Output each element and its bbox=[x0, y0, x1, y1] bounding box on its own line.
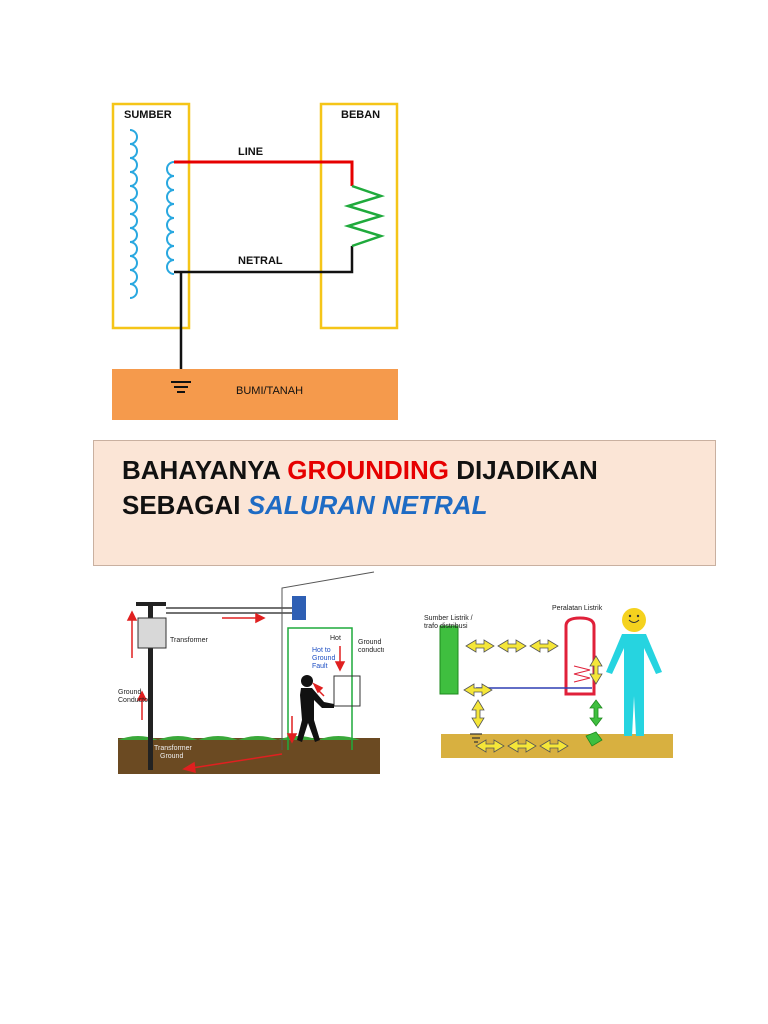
line-label: LINE bbox=[238, 146, 264, 158]
secondary-coil bbox=[166, 161, 175, 275]
source-label: SUMBER bbox=[124, 109, 172, 121]
line-wire bbox=[174, 160, 354, 186]
equipment-coil bbox=[573, 665, 591, 683]
ground-label: BUMI/TANAH bbox=[236, 385, 304, 397]
neutral-highlight: SALURAN NETRAL bbox=[247, 490, 488, 520]
source-panel bbox=[439, 625, 459, 695]
current-path-illustration: Sumber Listrik / trafo distribusi Perala… bbox=[424, 605, 673, 758]
hot-to-ground-3: Fault bbox=[312, 663, 328, 670]
transformer-can bbox=[137, 617, 167, 649]
circuit-svg bbox=[111, 102, 399, 420]
ground-symbol-right bbox=[470, 733, 482, 743]
load-box bbox=[319, 102, 399, 330]
hot-to-ground-1: Hot to bbox=[312, 647, 331, 654]
equipment-outline bbox=[564, 616, 596, 696]
source-label-1: Sumber Listrik / bbox=[424, 615, 473, 622]
hot-to-ground-2: Ground bbox=[312, 655, 335, 662]
house-outline bbox=[281, 571, 375, 750]
ground-conductor-right-2: conductor bbox=[358, 647, 384, 654]
transformer-ground-2: Ground bbox=[160, 753, 183, 760]
current-flow-arrows bbox=[463, 639, 603, 753]
fault-illustration: Transformer Hot Ground conductor Hot to … bbox=[118, 571, 384, 774]
person-silhouette bbox=[297, 675, 334, 742]
ground-conductor-left-2: Conductor bbox=[118, 697, 151, 704]
appliance-box bbox=[333, 675, 361, 707]
person-figure bbox=[606, 608, 662, 736]
ground-conductor-left-1: Ground bbox=[118, 689, 141, 696]
source-label-2: trafo distribusi bbox=[424, 623, 468, 630]
current-arrows bbox=[126, 610, 346, 774]
primary-coil bbox=[129, 129, 138, 299]
banner-line-2: SEBAGAI SALURAN NETRAL bbox=[122, 490, 488, 520]
ground-conductor-right-1: Ground bbox=[358, 639, 381, 646]
green-conductor bbox=[287, 627, 353, 750]
ground-symbol bbox=[171, 381, 191, 393]
transformer-label: Transformer bbox=[170, 637, 209, 644]
banner-line-1: BAHAYANYA GROUNDING DIJADIKAN bbox=[122, 455, 598, 485]
pole-crossarm bbox=[136, 602, 166, 606]
utility-pole bbox=[148, 602, 153, 770]
earth-block bbox=[112, 369, 398, 420]
neutral-label: NETRAL bbox=[238, 255, 283, 267]
banner-title: BAHAYANYA GROUNDING DIJADIKAN SEBAGAI SA… bbox=[122, 453, 598, 523]
title-banner: BAHAYANYA GROUNDING DIJADIKAN SEBAGAI SA… bbox=[93, 440, 716, 566]
source-box bbox=[111, 102, 191, 330]
grounding-highlight: GROUNDING bbox=[287, 455, 449, 485]
equipment-label: Peralatan Listrik bbox=[552, 605, 603, 612]
earth-ground bbox=[118, 738, 380, 774]
meter-box bbox=[292, 596, 306, 620]
neutral-wire bbox=[174, 246, 354, 274]
transformer-ground-1: Transformer bbox=[154, 745, 193, 752]
body-flow-arrows bbox=[585, 699, 603, 747]
load-label: BEBAN bbox=[341, 109, 381, 121]
load-resistor bbox=[343, 184, 386, 248]
hot-label: Hot bbox=[330, 635, 341, 642]
